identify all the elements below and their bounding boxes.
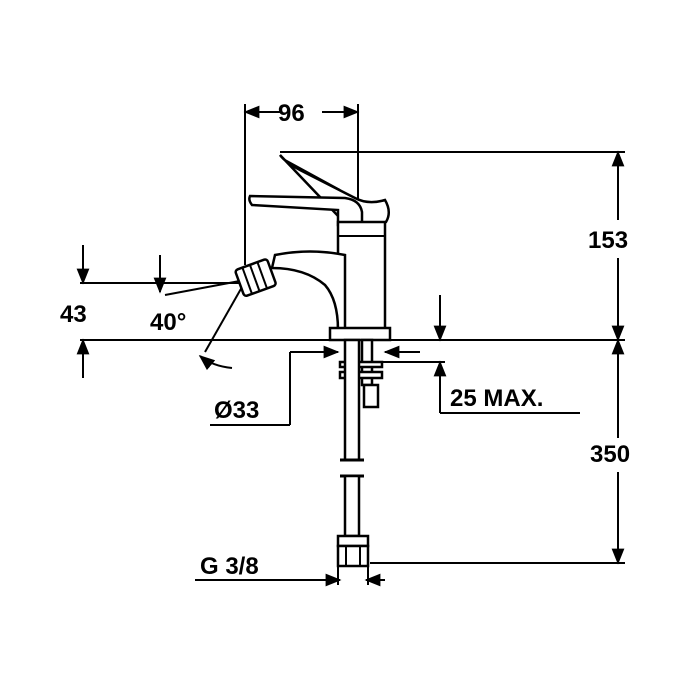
below-deck-assembly: [336, 338, 384, 585]
deck-thickness-dimension: 25 MAX.: [380, 295, 580, 414]
mixer-body: [234, 154, 392, 342]
deck-thickness-label: 25 MAX.: [450, 385, 543, 412]
hole-diameter-label: Ø33: [214, 397, 259, 424]
nozzle-height-label: 43: [60, 301, 87, 328]
reach-label: 96: [278, 100, 305, 127]
height-dimension: 153: [280, 150, 628, 342]
hole-diameter-dimension: Ø33: [210, 345, 420, 426]
nozzle-angle-dimension: 40°: [150, 255, 246, 371]
height-label: 153: [588, 227, 628, 254]
connection-thread-dimension: G 3/8: [195, 553, 385, 587]
hose-length-dimension: 350: [370, 338, 630, 565]
nozzle-angle-label: 40°: [150, 309, 186, 336]
connection-thread-label: G 3/8: [200, 553, 259, 580]
bidet-nozzle: [234, 258, 277, 298]
hose-length-label: 350: [590, 441, 630, 468]
